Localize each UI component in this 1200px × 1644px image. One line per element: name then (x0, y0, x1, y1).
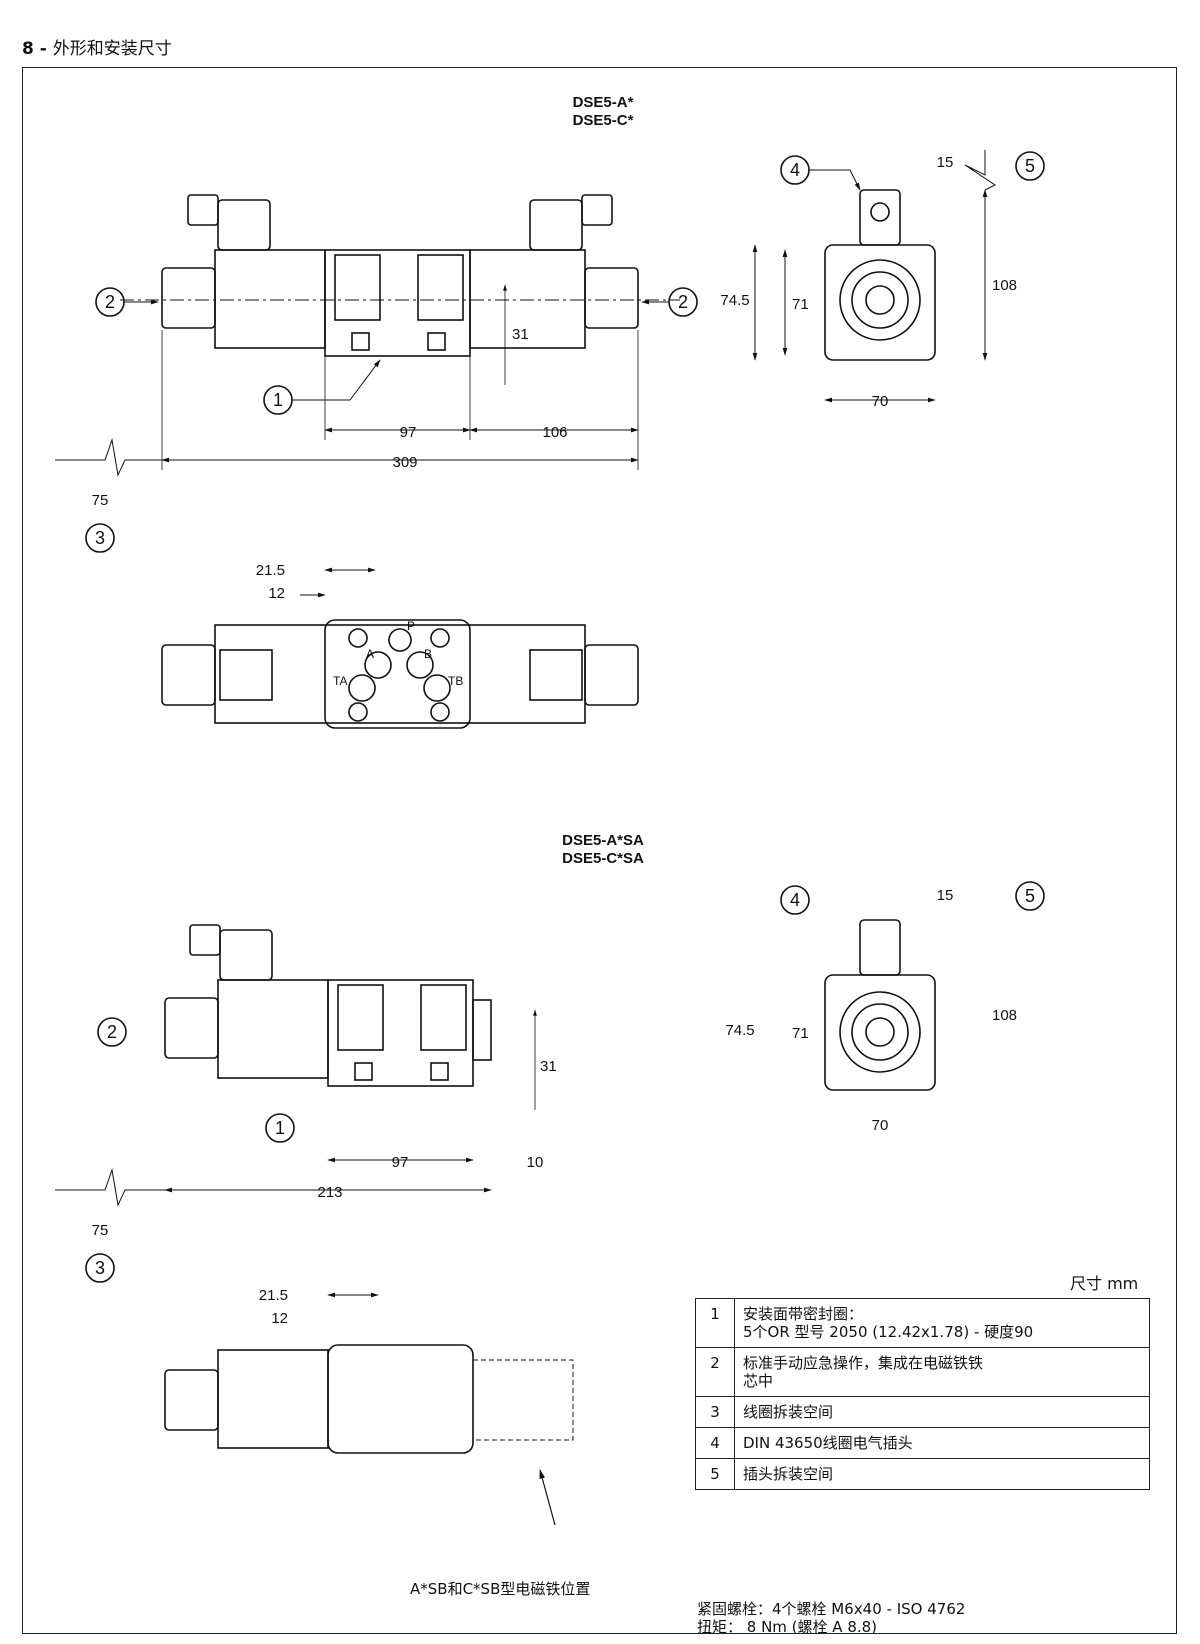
legend-num: 5 (695, 1458, 735, 1490)
top-title-1: DSE5-A* (573, 94, 634, 111)
note-bolts: 紧固螺栓：4个螺栓 M6x40 - ISO 4762 (697, 1600, 966, 1618)
left-solenoid (214, 249, 326, 349)
b-dim-97: 97 (392, 1154, 409, 1171)
callout-2-right: 2 (678, 292, 688, 312)
dim-31: 31 (512, 326, 529, 343)
port-a: A (366, 647, 374, 661)
port-p: P (407, 619, 415, 633)
end-15: 15 (937, 154, 954, 171)
legend-num: 1 (695, 1298, 735, 1348)
legend-text: 标准手动应急操作，集成在电磁铁铁 芯中 (734, 1347, 1150, 1397)
legend-num: 3 (695, 1396, 735, 1428)
right-connector-cap (581, 194, 613, 226)
b-dim-75: 75 (92, 1222, 109, 1239)
end-70: 70 (872, 393, 889, 410)
b-callout-1: 1 (275, 1118, 285, 1138)
bottom-title-1: DSE5-A*SA (562, 832, 644, 849)
b-end-70: 70 (872, 1117, 889, 1134)
dim-309: 309 (392, 454, 417, 471)
b-end-108: 108 (992, 1007, 1017, 1024)
b-dim-10: 10 (527, 1154, 544, 1171)
left-connector-cap (187, 194, 219, 226)
plan2-12: 12 (271, 1310, 288, 1327)
left-connector (217, 199, 271, 251)
bottom-title-2: DSE5-C*SA (562, 850, 644, 867)
b-callout-2: 2 (107, 1022, 117, 1042)
section-title: 8 - 外形和安装尺寸 (22, 34, 172, 59)
end-108: 108 (992, 277, 1017, 294)
b-callout-4: 4 (790, 890, 800, 910)
callout-4: 4 (790, 160, 800, 180)
top-side-view: DSE5-A* DSE5-C* 97 106 309 75 31 (55, 94, 698, 553)
top-title-2: DSE5-C* (573, 112, 634, 129)
dim-75: 75 (92, 492, 109, 509)
legend-num: 4 (695, 1427, 735, 1459)
legend-text: 线圈拆装空间 (734, 1396, 1150, 1428)
end-71: 71 (792, 296, 809, 313)
body-pocket-right (417, 254, 464, 321)
b-end-15: 15 (937, 887, 954, 904)
callout-2-left: 2 (105, 292, 115, 312)
b-callout-3: 3 (95, 1258, 105, 1278)
left-manual-override (161, 267, 216, 329)
port-b: B (424, 647, 432, 661)
plan-view-1: 21.5 12 P A B TA TB (161, 562, 639, 729)
top-end-view: 74.5 71 108 70 15 4 5 (720, 150, 1045, 410)
bottom-end-view: 74.5 71 108 70 15 4 5 (725, 881, 1045, 1134)
b-end-74-5: 74.5 (725, 1022, 754, 1039)
drawing-frame (22, 67, 1177, 1634)
legend-text: DIN 43650线圈电气插头 (734, 1427, 1150, 1459)
bottom-side-view: DSE5-A*SA DSE5-C*SA 97 10 213 75 31 2 1 … (55, 832, 644, 1283)
valve-body (324, 249, 471, 357)
legend-text: 安装面带密封圈： 5个OR 型号 2050 (12.42x1.78) - 硬度9… (734, 1298, 1150, 1348)
end-74-5: 74.5 (720, 292, 749, 309)
b-callout-5: 5 (1025, 886, 1035, 906)
body-pocket-left (334, 254, 381, 321)
legend-text: 插头拆装空间 (734, 1458, 1150, 1490)
note-torque: 扭矩： 8 Nm (螺栓 A 8.8) (697, 1618, 878, 1636)
plan-12: 12 (268, 585, 285, 602)
right-manual-override (584, 267, 639, 329)
right-connector (529, 199, 583, 251)
callout-5: 5 (1025, 156, 1035, 176)
b-end-71: 71 (792, 1025, 809, 1042)
plan-view-2: 21.5 12 (164, 1287, 574, 1526)
b-dim-31: 31 (540, 1058, 557, 1075)
plan-21-5: 21.5 (256, 562, 285, 579)
mount-note: A*SB和C*SB型电磁铁位置 (410, 1580, 591, 1598)
legend-num: 2 (695, 1347, 735, 1397)
plan2-21-5: 21.5 (259, 1287, 288, 1304)
dim-97: 97 (400, 424, 417, 441)
notes: 紧固螺栓：4个螺栓 M6x40 - ISO 4762 扭矩： 8 Nm (螺栓 … (697, 1600, 965, 1636)
body-t-right (427, 332, 446, 351)
unit-label: 尺寸 mm (1070, 1274, 1139, 1293)
body-t-left (351, 332, 370, 351)
dim-106: 106 (542, 424, 567, 441)
section-number: 8 - (22, 39, 47, 59)
b-dim-213: 213 (317, 1184, 342, 1201)
port-ta: TA (333, 674, 347, 688)
callout-1: 1 (273, 390, 283, 410)
port-tb: TB (448, 674, 463, 688)
section-title-text: 外形和安装尺寸 (52, 39, 172, 59)
callout-3: 3 (95, 528, 105, 548)
